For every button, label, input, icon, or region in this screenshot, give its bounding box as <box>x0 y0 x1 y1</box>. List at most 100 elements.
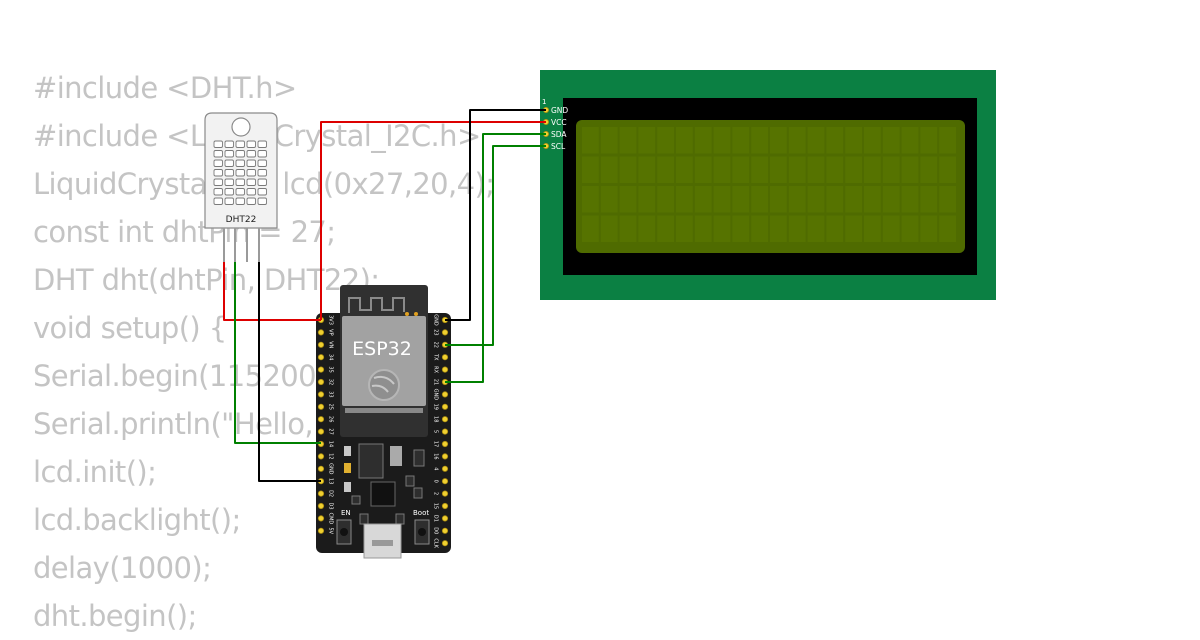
board-pin[interactable] <box>317 391 325 398</box>
vent-slot <box>257 188 267 196</box>
board-pin[interactable] <box>441 329 449 336</box>
board-pin[interactable] <box>317 527 325 534</box>
wire-gpio22-to-lcd-scl[interactable] <box>445 145 546 346</box>
wire-dht-gnd-to-gnd[interactable] <box>258 262 321 482</box>
vent-slot <box>257 169 267 177</box>
board-pin[interactable] <box>441 540 449 547</box>
board-pin-label: 4 <box>433 467 439 470</box>
board-pin[interactable] <box>317 366 325 373</box>
board-pin-label: CLK <box>433 538 439 548</box>
board-pin[interactable] <box>317 465 325 472</box>
lcd-char-cell <box>920 186 938 213</box>
wire-dht-data-to-gpio27[interactable] <box>234 262 321 444</box>
board-pin[interactable] <box>441 453 449 460</box>
boot-button-label: Boot <box>413 509 429 517</box>
lcd-char-cell <box>619 156 637 183</box>
usb-uart-chip <box>370 481 396 507</box>
lcd-pin-label: GND <box>551 106 568 115</box>
boot-button[interactable] <box>414 519 430 545</box>
lcd-char-cell <box>676 156 693 183</box>
en-button-label: EN <box>341 509 351 517</box>
vent-slot <box>235 178 245 186</box>
board-pin-label: 27 <box>328 428 334 434</box>
board-pin[interactable] <box>317 341 325 348</box>
board-pin[interactable] <box>441 391 449 398</box>
lcd-char-cell <box>807 186 825 213</box>
board-pin[interactable] <box>441 527 449 534</box>
board-pin-label: GND <box>328 463 334 475</box>
board-pin[interactable] <box>441 440 449 448</box>
lcd-pin1-label: 1 <box>542 98 546 106</box>
dht22-sensor[interactable]: DHT22 <box>204 112 278 262</box>
vent-slot <box>235 159 245 167</box>
lcd-char-cell <box>713 215 731 242</box>
esp32-board[interactable]: ESP32 EN Boot 3V3VPVN343532332526271412G… <box>316 285 451 559</box>
board-pin[interactable] <box>317 453 325 460</box>
board-pin-label: 14 <box>328 441 334 447</box>
lcd-char-cell <box>600 156 618 183</box>
lcd-char-cell <box>582 186 599 213</box>
board-pin-label: 0 <box>433 480 439 483</box>
lcd-char-cell <box>901 215 919 242</box>
wire-dht-vcc-to-3v3[interactable] <box>223 262 321 321</box>
board-pin[interactable] <box>317 354 325 361</box>
lcd-char-cell <box>770 186 787 213</box>
en-button[interactable] <box>336 519 352 545</box>
lcd-char-cell <box>882 127 900 154</box>
lcd-char-cell <box>826 127 844 154</box>
lcd-char-cell <box>694 215 712 242</box>
status-led <box>405 312 409 316</box>
vent-slot <box>235 140 245 148</box>
wire-gnd-to-lcd-gnd[interactable] <box>445 109 546 321</box>
board-pin[interactable] <box>441 490 449 497</box>
board-pin[interactable] <box>441 478 449 485</box>
board-pin[interactable] <box>317 490 325 497</box>
board-pin-label: D3 <box>328 502 334 509</box>
board-pin[interactable] <box>441 403 449 410</box>
smd-component <box>359 513 369 525</box>
board-pin[interactable] <box>441 465 449 472</box>
board-pin[interactable] <box>441 366 449 373</box>
lcd-char-cell <box>582 127 599 154</box>
lcd-char-cell <box>657 156 674 183</box>
board-pin[interactable] <box>317 378 325 386</box>
board-pin[interactable] <box>317 416 325 423</box>
lcd-char-cell <box>939 186 956 213</box>
wire-gpio21-to-lcd-sda[interactable] <box>445 133 546 383</box>
lcd-char-cell <box>939 215 956 242</box>
board-pin[interactable] <box>441 354 449 361</box>
lcd-char-cell <box>751 127 768 154</box>
dht22-label: DHT22 <box>226 215 257 225</box>
vent-slot <box>246 169 256 177</box>
board-pin[interactable] <box>317 515 325 522</box>
vent-slot <box>213 140 223 148</box>
board-pin[interactable] <box>441 428 449 435</box>
code-line: void setup() { <box>33 311 227 345</box>
board-pin[interactable] <box>441 515 449 522</box>
lcd-char-cell <box>788 127 806 154</box>
vent-slot <box>246 188 256 196</box>
board-pin-label: 16 <box>433 453 439 459</box>
lcd-char-cell <box>770 156 787 183</box>
board-pin-label: RX <box>433 366 439 373</box>
lcd-char-cell <box>920 156 938 183</box>
vent-slot <box>213 150 223 158</box>
code-line: #include <DHT.h> <box>33 71 297 105</box>
vent-slot <box>224 140 234 148</box>
code-line: lcd.init(); <box>33 455 157 489</box>
lcd-char-cell <box>638 127 656 154</box>
board-pin[interactable] <box>317 428 325 435</box>
board-pin[interactable] <box>317 329 325 336</box>
board-pin[interactable] <box>317 403 325 410</box>
lcd-char-cell <box>901 127 919 154</box>
board-pin-label: 17 <box>433 441 439 447</box>
board-pin[interactable] <box>441 502 449 510</box>
lcd-char-cell <box>694 156 712 183</box>
board-pin[interactable] <box>317 502 325 510</box>
board-pin[interactable] <box>441 416 449 423</box>
vent-slot <box>213 178 223 186</box>
smd-component <box>395 513 405 525</box>
lcd-char-cell <box>845 215 862 242</box>
